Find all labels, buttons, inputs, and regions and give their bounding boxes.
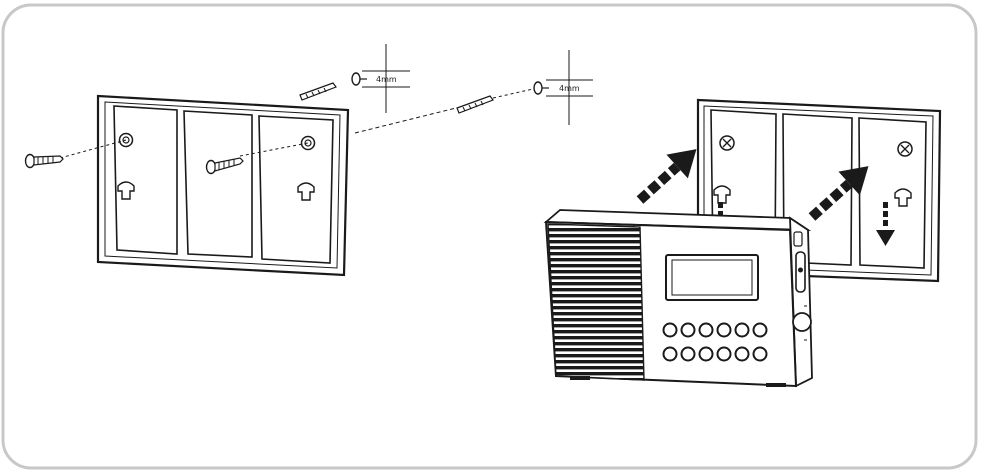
preset-button[interactable] (716, 322, 732, 338)
arrow-down-icon (718, 202, 723, 217)
speaker-grille (547, 223, 645, 381)
preset-button[interactable] (716, 346, 732, 362)
preset-button[interactable] (752, 322, 768, 338)
dimension-label-right: 4mm (559, 84, 580, 93)
screw-icon (205, 142, 309, 175)
hook-icon (894, 188, 912, 207)
dashed-arrow-icon (636, 149, 697, 204)
bracket-slot-1 (113, 105, 178, 255)
bracket-slot-2 (183, 110, 253, 258)
dashed-arrow-icon (808, 166, 869, 221)
preset-button[interactable] (698, 346, 714, 362)
wall-plug-icon (456, 81, 549, 114)
bracket-slot-2 (782, 113, 853, 266)
radio-device (543, 209, 813, 388)
arrow-down-icon (876, 202, 895, 246)
screw-icon (24, 139, 127, 169)
preset-button[interactable] (680, 346, 696, 362)
dimension-4mm-left: 4mm (362, 44, 410, 113)
screw-head-icon (897, 141, 913, 157)
volume-knob[interactable] (792, 312, 812, 332)
preset-button[interactable] (734, 346, 750, 362)
preset-button[interactable] (698, 322, 714, 338)
screw-hole-icon (300, 135, 316, 151)
preset-button[interactable] (752, 346, 768, 362)
preset-button[interactable] (662, 346, 678, 362)
lcd-display (665, 254, 759, 301)
preset-buttons-row-2 (662, 346, 768, 362)
preset-button[interactable] (734, 322, 750, 338)
bracket-slot-3 (258, 115, 334, 264)
dimension-label-left: 4mm (376, 75, 397, 84)
hook-icon (297, 182, 315, 201)
wall-plug-icon (299, 72, 367, 101)
hook-icon (117, 181, 135, 200)
preset-button[interactable] (680, 322, 696, 338)
dimension-4mm-right: 4mm (546, 50, 593, 125)
mounting-bracket-left (96, 94, 350, 277)
side-controls (792, 231, 812, 341)
preset-button[interactable] (662, 322, 678, 338)
guide-line (354, 107, 457, 134)
hook-icon (713, 185, 731, 204)
preset-buttons-row-1 (662, 322, 768, 338)
screw-head-icon (719, 135, 735, 151)
bracket-slot-3 (858, 117, 927, 269)
